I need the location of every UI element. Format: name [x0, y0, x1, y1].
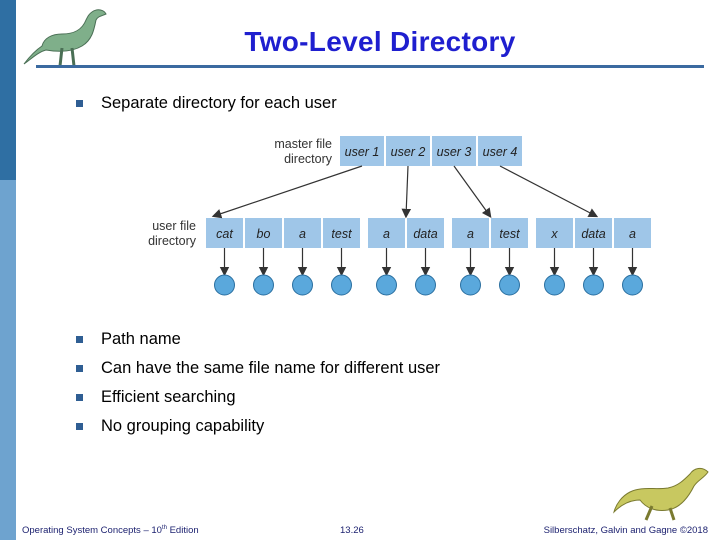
- dinosaur-icon: [613, 467, 709, 521]
- user-dir-cell-label: bo: [257, 227, 271, 241]
- user-label-line1: user file: [152, 219, 196, 233]
- user-dir-cell: [536, 218, 573, 248]
- master-cell-label: user 4: [483, 145, 518, 159]
- user-dir-cell: [491, 218, 528, 248]
- user-dir-cell-label: a: [383, 227, 390, 241]
- user-dir-cell: [614, 218, 651, 248]
- user-dir-cell-label: test: [331, 227, 352, 241]
- user-pointer-arrow: [499, 165, 599, 218]
- bullet-marker: [76, 365, 83, 372]
- footer-page-number: 13.26: [340, 525, 364, 536]
- bullet-item: Can have the same file name for differen…: [76, 359, 440, 378]
- user-dir-cell-label: data: [413, 227, 437, 241]
- master-cell: [432, 136, 476, 166]
- master-label-line1: master file: [274, 137, 332, 151]
- left-accent-bar-bottom: [0, 180, 16, 540]
- user-dir-cell: [284, 218, 321, 248]
- bullet-item: Separate directory for each user: [76, 94, 337, 113]
- file-node: [544, 274, 565, 296]
- master-cell-label: user 2: [391, 145, 426, 159]
- user-dir-cell: [206, 218, 243, 248]
- user-dir-cell: [452, 218, 489, 248]
- user-dir-cell: [323, 218, 360, 248]
- user-dir-cell: [575, 218, 612, 248]
- user-dir-cell: [245, 218, 282, 248]
- file-node: [583, 274, 604, 296]
- user-dir-cell-label: data: [581, 227, 605, 241]
- footer-copyright: Silberschatz, Galvin and Gagne ©2018: [543, 525, 708, 536]
- dinosaur-icon: [23, 9, 107, 67]
- user-dir-cell-label: a: [299, 227, 306, 241]
- user-dir-cell-label: test: [499, 227, 520, 241]
- file-node: [376, 274, 397, 296]
- title-divider: [36, 65, 704, 68]
- user-pointer-arrow: [401, 165, 412, 219]
- user-label-line2: directory: [148, 234, 197, 248]
- bullet-text: Can have the same file name for differen…: [101, 359, 441, 377]
- bullet-item: Efficient searching: [76, 388, 236, 407]
- footer-book-title: Operating System Concepts – 10th Edition: [22, 524, 199, 536]
- file-node: [331, 274, 352, 296]
- file-node: [253, 274, 274, 296]
- left-accent-bar-top: [0, 0, 16, 180]
- user-dir-cell-label: a: [467, 227, 474, 241]
- user-dir-cell: [407, 218, 444, 248]
- bullet-text: No grouping capability: [101, 417, 265, 435]
- user-dir-cell-label: cat: [216, 227, 233, 241]
- file-node: [460, 274, 481, 296]
- bullet-marker: [76, 423, 83, 430]
- bullet-marker: [76, 394, 83, 401]
- bullet-text: Separate directory for each user: [101, 94, 337, 112]
- master-cell-label: user 1: [345, 145, 380, 159]
- user-pointer-arrow: [211, 165, 363, 219]
- file-node: [214, 274, 235, 296]
- master-cell-label: user 3: [437, 145, 472, 159]
- bullet-item: No grouping capability: [76, 417, 264, 436]
- two-level-directory-diagram: master file directory user file director…: [148, 136, 651, 296]
- bullet-text: Efficient searching: [101, 388, 236, 406]
- file-node: [415, 274, 436, 296]
- file-node: [292, 274, 313, 296]
- bullet-item: Path name: [76, 330, 181, 349]
- user-dir-cell-label: x: [550, 227, 558, 241]
- user-pointer-arrow: [453, 165, 492, 218]
- master-cell: [478, 136, 522, 166]
- user-dir-cell: [368, 218, 405, 248]
- master-label-line2: directory: [284, 152, 333, 166]
- file-node: [499, 274, 520, 296]
- file-node: [622, 274, 643, 296]
- bullet-text: Path name: [101, 330, 181, 348]
- master-cell: [386, 136, 430, 166]
- bullet-marker: [76, 336, 83, 343]
- slide-title: Two-Level Directory: [244, 26, 516, 57]
- bullet-marker: [76, 100, 83, 107]
- user-dir-cell-label: a: [629, 227, 636, 241]
- master-cell: [340, 136, 384, 166]
